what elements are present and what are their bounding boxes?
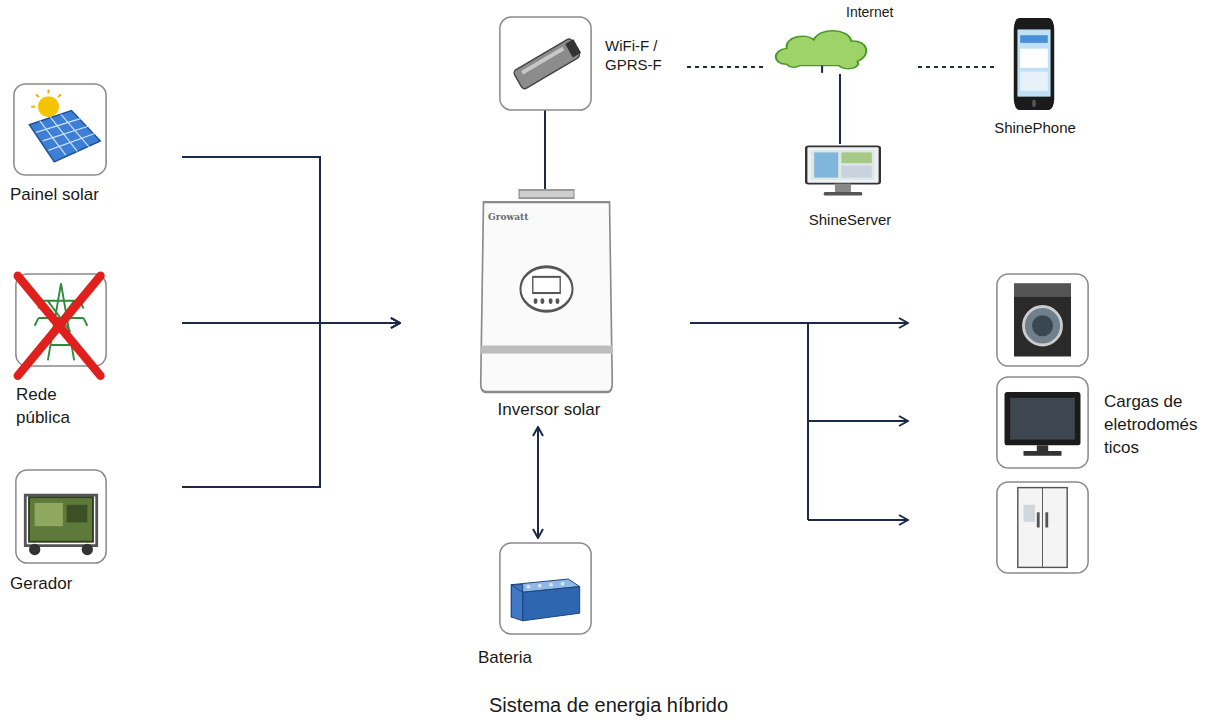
node-box: ShinePhone bbox=[985, 12, 1085, 144]
node-label: Gerador bbox=[10, 572, 130, 595]
generator-icon bbox=[14, 468, 108, 565]
node-box: Cargas de eletrodomés ticos bbox=[912, 268, 1204, 580]
connector-line bbox=[690, 323, 808, 520]
diagram-caption: Sistema de energia híbrido bbox=[0, 694, 1217, 717]
monitor-icon bbox=[803, 144, 883, 204]
connector-line bbox=[808, 420, 908, 422]
battery-icon bbox=[498, 541, 593, 636]
connector bbox=[182, 323, 400, 487]
node-label: Cargas de eletrodomés ticos bbox=[1104, 390, 1202, 459]
phone-icon bbox=[1011, 16, 1057, 112]
cloud-icon bbox=[768, 21, 872, 93]
connector bbox=[545, 100, 546, 190]
connector bbox=[690, 323, 908, 520]
solar-panel-icon bbox=[12, 82, 108, 177]
connector bbox=[918, 67, 995, 68]
connector-line bbox=[839, 74, 841, 144]
node-box: Gerador bbox=[10, 465, 182, 597]
node-label: ShineServer bbox=[797, 210, 903, 229]
node-box: WiFi-F / GPRS-F bbox=[495, 12, 675, 116]
power-grid-icon bbox=[14, 272, 108, 368]
node-box: Bateria bbox=[470, 538, 600, 673]
node-box: Inversor solar bbox=[400, 182, 690, 425]
connector bbox=[840, 74, 841, 144]
node-box: Internet bbox=[760, 3, 910, 90]
connector bbox=[182, 157, 400, 323]
washer-icon bbox=[995, 272, 1090, 368]
node-label: WiFi-F / GPRS-F bbox=[605, 36, 677, 74]
brand-label: Growatt bbox=[488, 212, 528, 222]
connector bbox=[687, 67, 764, 68]
connector-line bbox=[687, 66, 764, 68]
node-label: Bateria bbox=[478, 646, 588, 669]
connector-line bbox=[808, 519, 908, 521]
connector-line bbox=[918, 66, 995, 68]
wifi-dongle-icon bbox=[498, 15, 593, 112]
fridge-icon bbox=[995, 480, 1090, 575]
node-box: Rede pública bbox=[10, 268, 182, 433]
node-box: Painel solar bbox=[10, 80, 182, 210]
connector-line bbox=[537, 427, 539, 538]
connector bbox=[538, 427, 539, 538]
connector-line bbox=[182, 323, 400, 487]
tv-icon bbox=[995, 375, 1090, 470]
node-label: Internet bbox=[846, 3, 910, 22]
connector-line bbox=[544, 100, 546, 190]
node-box: ShineServer bbox=[795, 140, 905, 238]
node-label: Painel solar bbox=[10, 183, 160, 206]
connector-line bbox=[808, 322, 908, 324]
connector-line bbox=[182, 157, 400, 323]
node-label: Inversor solar bbox=[474, 398, 624, 421]
node-label: Rede pública bbox=[16, 383, 86, 429]
node-label: ShinePhone bbox=[987, 118, 1083, 137]
